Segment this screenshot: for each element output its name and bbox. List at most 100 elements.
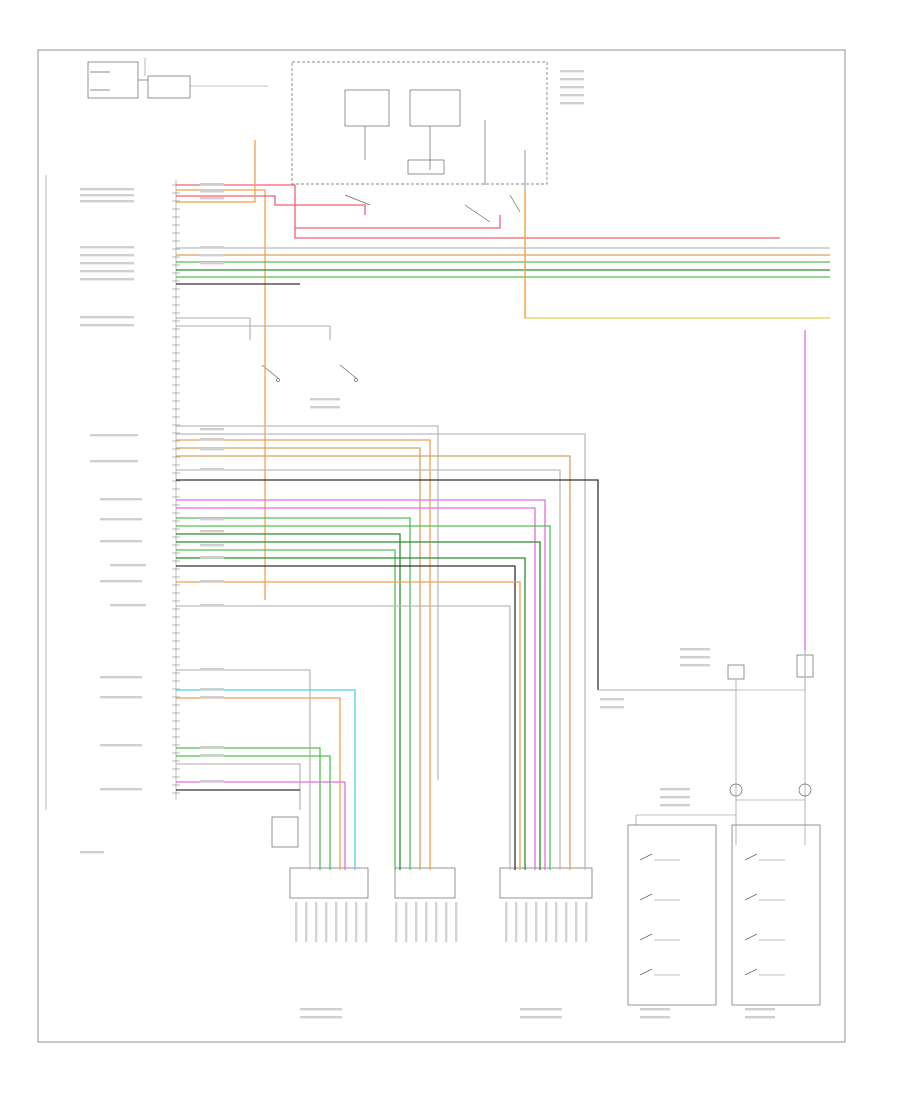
illegible-pin-label bbox=[435, 902, 438, 942]
illegible-label bbox=[200, 438, 224, 441]
wire-violet-low bbox=[176, 781, 346, 870]
illegible-label bbox=[100, 788, 142, 791]
bottom-connectors bbox=[289, 867, 593, 899]
illegible-label bbox=[90, 434, 138, 437]
wire-gray-low-1 bbox=[176, 669, 311, 870]
illegible-label bbox=[660, 796, 690, 799]
illegible-label bbox=[200, 544, 224, 547]
label-blocks bbox=[80, 70, 775, 1019]
illegible-label bbox=[200, 262, 224, 265]
illegible-label bbox=[745, 1008, 775, 1011]
illegible-pin-label bbox=[425, 902, 428, 942]
relay-contact bbox=[744, 893, 758, 901]
illegible-label bbox=[660, 788, 690, 791]
mid-switches bbox=[261, 364, 358, 382]
illegible-label bbox=[200, 448, 224, 451]
wire-green-mid-1 bbox=[176, 517, 411, 870]
illegible-label bbox=[680, 656, 710, 659]
illegible-label bbox=[200, 696, 224, 699]
illegible-label bbox=[560, 86, 584, 89]
illegible-pin-label bbox=[365, 902, 368, 942]
relay-contact bbox=[639, 853, 653, 861]
illegible-label bbox=[100, 580, 142, 583]
illegible-pin-label bbox=[315, 902, 318, 942]
illegible-label bbox=[80, 200, 134, 203]
illegible-label bbox=[80, 278, 134, 281]
wire-black-mid-2 bbox=[176, 565, 516, 870]
illegible-label bbox=[560, 70, 584, 73]
top-switch-cluster bbox=[344, 194, 521, 223]
top-left-relay-block bbox=[87, 58, 268, 99]
illegible-label bbox=[200, 668, 224, 671]
illegible-label bbox=[745, 1016, 775, 1019]
illegible-label bbox=[80, 194, 134, 197]
wire-darkgreen-mid-3 bbox=[176, 557, 526, 870]
illegible-pin-label bbox=[565, 902, 568, 942]
relay-switch-marks bbox=[639, 853, 785, 976]
wire-orange-up bbox=[176, 140, 256, 203]
illegible-label bbox=[520, 1016, 562, 1019]
illegible-pin-label bbox=[585, 902, 588, 942]
illegible-label bbox=[100, 540, 142, 543]
illegible-pin-label bbox=[445, 902, 448, 942]
illegible-label bbox=[640, 1008, 670, 1011]
illegible-label bbox=[200, 190, 224, 193]
wire-gray-sw1 bbox=[176, 317, 251, 340]
lower-left-sensor bbox=[271, 816, 299, 848]
illegible-pin-label bbox=[295, 902, 298, 942]
wire-green-low-2 bbox=[176, 755, 331, 870]
illegible-label bbox=[200, 556, 224, 559]
illegible-label bbox=[80, 270, 134, 273]
illegible-pin-label bbox=[525, 902, 528, 942]
illegible-pin-label bbox=[455, 902, 458, 942]
wire-red-short bbox=[176, 195, 366, 215]
wire-gray-low-2 bbox=[176, 763, 301, 810]
illegible-label bbox=[200, 580, 224, 583]
illegible-label bbox=[300, 1016, 342, 1019]
wire-darkgreen-mid-1 bbox=[176, 533, 401, 870]
illegible-label bbox=[200, 780, 224, 783]
relay-contact bbox=[639, 968, 653, 976]
illegible-label bbox=[80, 246, 134, 249]
illegible-label bbox=[100, 498, 142, 501]
illegible-label bbox=[640, 1016, 670, 1019]
illegible-label bbox=[200, 518, 224, 521]
illegible-label bbox=[100, 676, 142, 679]
fuse-relay-box bbox=[291, 61, 548, 185]
relay-contact bbox=[639, 933, 653, 941]
wire-tan-mid-1 bbox=[176, 447, 421, 870]
illegible-label bbox=[310, 398, 340, 401]
illegible-label bbox=[600, 706, 624, 709]
wire-orange-mid-1 bbox=[176, 439, 431, 870]
wire-green-mid-2 bbox=[176, 525, 551, 870]
illegible-pin-label bbox=[505, 902, 508, 942]
illegible-label bbox=[80, 316, 134, 319]
illegible-label bbox=[520, 1008, 562, 1011]
illegible-label bbox=[80, 188, 134, 191]
fuse-relay-internals bbox=[344, 89, 526, 190]
wire-tan-mid-2 bbox=[176, 455, 571, 870]
illegible-pin-label bbox=[535, 902, 538, 942]
wire-cyan bbox=[176, 689, 356, 870]
wire-orange-vert-1 bbox=[176, 189, 266, 600]
illegible-label bbox=[680, 664, 710, 667]
wire-red-upper bbox=[176, 184, 780, 239]
illegible-label bbox=[80, 254, 134, 257]
wire-orange-low bbox=[176, 697, 341, 870]
wire-gray-sw2 bbox=[176, 325, 331, 340]
illegible-label bbox=[200, 246, 224, 249]
illegible-label bbox=[200, 754, 224, 757]
illegible-pin-label bbox=[395, 902, 398, 942]
illegible-label bbox=[110, 564, 146, 567]
wire-violet-mid-1 bbox=[176, 499, 546, 870]
wire-yellow bbox=[524, 190, 830, 319]
illegible-pin-label bbox=[335, 902, 338, 942]
illegible-label bbox=[300, 1008, 342, 1011]
wire-violet-mid-2 bbox=[176, 507, 536, 870]
left-relay-box bbox=[627, 824, 717, 1006]
wire-green-mid-3 bbox=[176, 549, 396, 870]
illegible-label bbox=[560, 102, 584, 105]
illegible-label bbox=[200, 688, 224, 691]
illegible-label bbox=[310, 406, 340, 409]
illegible-label bbox=[200, 197, 224, 200]
